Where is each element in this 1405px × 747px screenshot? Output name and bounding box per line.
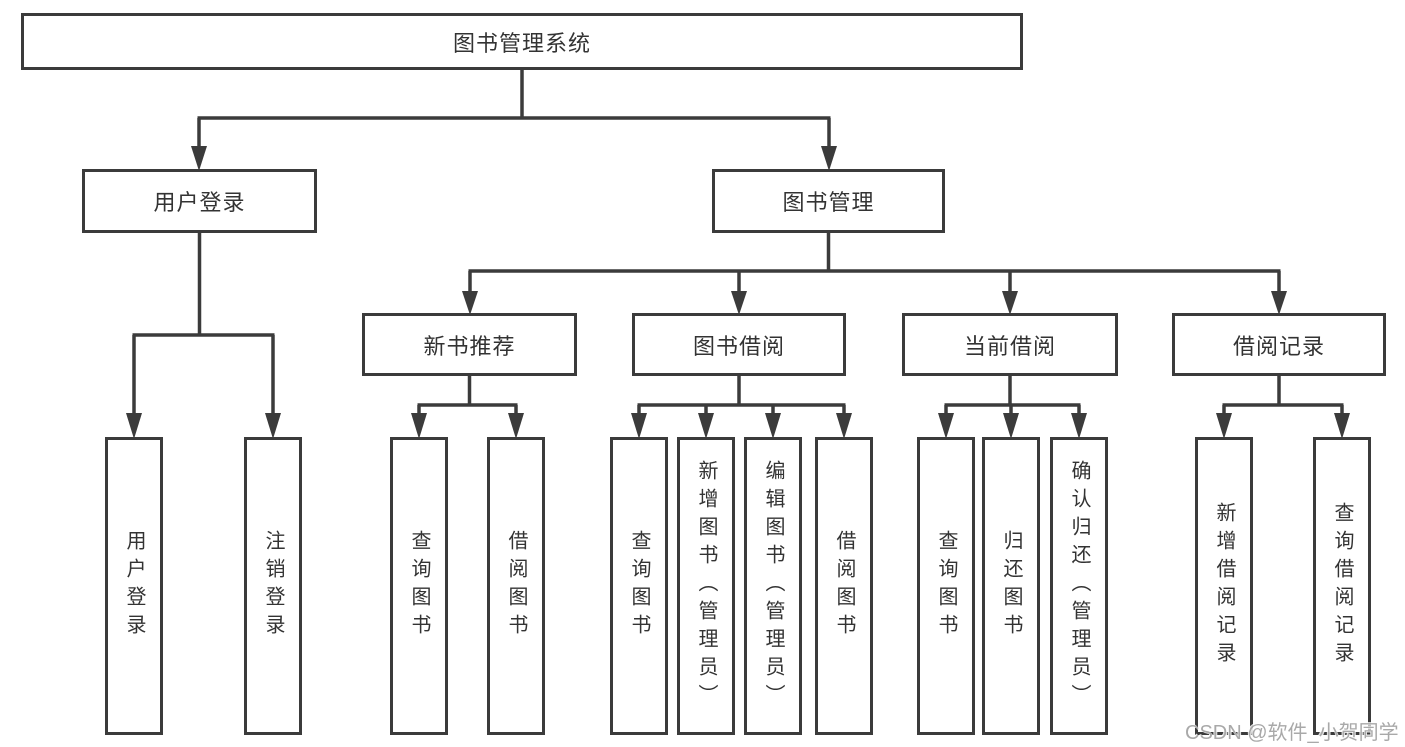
leaf-borrow-books-1: 借阅图书 <box>487 437 545 735</box>
arrowhead <box>126 413 142 439</box>
leaf-edit-book-admin: 编辑图书（管理员） <box>744 437 802 735</box>
arrowhead <box>1334 413 1350 439</box>
arrowhead <box>1271 291 1287 315</box>
node-label: 新书推荐 <box>423 333 516 359</box>
node-book-management: 图书管理 <box>712 169 945 233</box>
node-root: 图书管理系统 <box>21 13 1023 70</box>
node-label: 图书管理系统 <box>452 30 591 56</box>
leaf-borrow-books-2: 借阅图书 <box>815 437 873 735</box>
arrowhead <box>1002 291 1018 315</box>
leaf-label: 新增图书（管理员） <box>695 460 717 712</box>
leaf-label: 查询图书 <box>628 530 650 642</box>
leaf-label: 查询借阅记录 <box>1331 502 1353 670</box>
leaf-label: 查询图书 <box>408 530 430 642</box>
leaf-label: 归还图书 <box>1000 530 1022 642</box>
node-label: 图书借阅 <box>692 333 785 359</box>
leaf-logout: 注销登录 <box>244 437 302 735</box>
arrowhead <box>698 413 714 439</box>
arrowhead <box>1071 413 1087 439</box>
node-label: 借阅记录 <box>1232 333 1325 359</box>
node-new-book-recommendation: 新书推荐 <box>362 313 577 376</box>
arrowhead <box>462 291 478 315</box>
arrowhead <box>938 413 954 439</box>
node-user-login: 用户登录 <box>82 169 317 233</box>
arrowhead <box>631 413 647 439</box>
leaf-query-books-2: 查询图书 <box>610 437 668 735</box>
arrowhead <box>411 413 427 439</box>
leaf-add-book-admin: 新增图书（管理员） <box>677 437 735 735</box>
leaf-label: 借阅图书 <box>505 530 527 642</box>
arrowhead <box>1216 413 1232 439</box>
leaf-label: 用户登录 <box>123 530 145 642</box>
leaf-label: 注销登录 <box>262 530 284 642</box>
leaf-label: 确认归还（管理员） <box>1068 460 1090 712</box>
arrowhead <box>191 146 207 171</box>
watermark: CSDN @软件_小贺同学 <box>1185 722 1399 744</box>
node-book-borrowing: 图书借阅 <box>632 313 846 376</box>
arrowhead <box>1003 413 1019 439</box>
leaf-confirm-return-admin: 确认归还（管理员） <box>1050 437 1108 735</box>
node-label: 当前借阅 <box>963 333 1056 359</box>
leaf-query-borrow-record: 查询借阅记录 <box>1313 437 1371 735</box>
leaf-query-books-3: 查询图书 <box>917 437 975 735</box>
node-label: 用户登录 <box>153 190 246 215</box>
leaf-label: 编辑图书（管理员） <box>762 460 784 712</box>
node-borrowing-records: 借阅记录 <box>1172 313 1386 376</box>
leaf-user-login: 用户登录 <box>105 437 163 735</box>
leaf-label: 新增借阅记录 <box>1213 502 1235 670</box>
node-current-borrowing: 当前借阅 <box>902 313 1118 376</box>
arrowhead <box>821 146 837 171</box>
arrowhead <box>508 413 524 439</box>
leaf-label: 借阅图书 <box>833 530 855 642</box>
arrowhead <box>731 291 747 315</box>
node-label: 图书管理 <box>782 190 875 215</box>
leaf-label: 查询图书 <box>935 530 957 642</box>
leaf-query-books-1: 查询图书 <box>390 437 448 735</box>
arrowhead <box>836 413 852 439</box>
arrowhead <box>265 413 281 439</box>
leaf-add-borrow-record: 新增借阅记录 <box>1195 437 1253 735</box>
leaf-return-book: 归还图书 <box>982 437 1040 735</box>
arrowhead <box>765 413 781 439</box>
